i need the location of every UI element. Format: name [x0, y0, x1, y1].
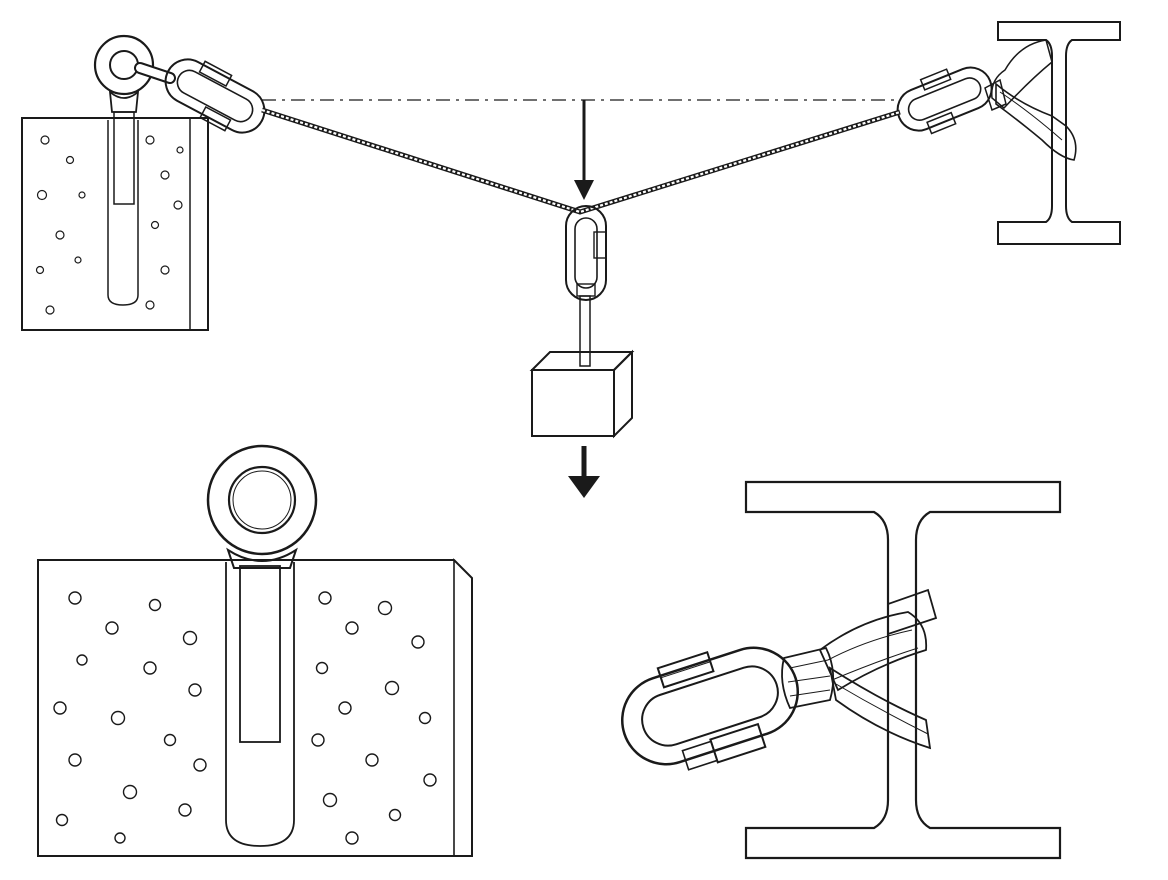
eyebolt-small — [93, 34, 155, 306]
carabiner-center — [565, 205, 607, 301]
eyebolt-detail — [206, 444, 318, 847]
carabiner-left — [164, 58, 266, 134]
concrete-block-small — [21, 117, 209, 331]
wire-rope — [261, 107, 901, 215]
sling-detail — [781, 588, 938, 750]
hanging-rope — [579, 295, 591, 367]
carabiner-right — [896, 66, 993, 135]
sling-small — [984, 39, 1077, 161]
link-bar — [134, 62, 176, 84]
load-arrow-bottom — [568, 446, 600, 498]
i-beam-small — [997, 21, 1121, 245]
load-arrow-top — [574, 100, 594, 200]
carabiner-detail — [621, 646, 799, 771]
concrete-block-detail — [37, 558, 473, 857]
i-beam-detail — [744, 480, 1062, 860]
hanging-weight — [529, 349, 635, 439]
